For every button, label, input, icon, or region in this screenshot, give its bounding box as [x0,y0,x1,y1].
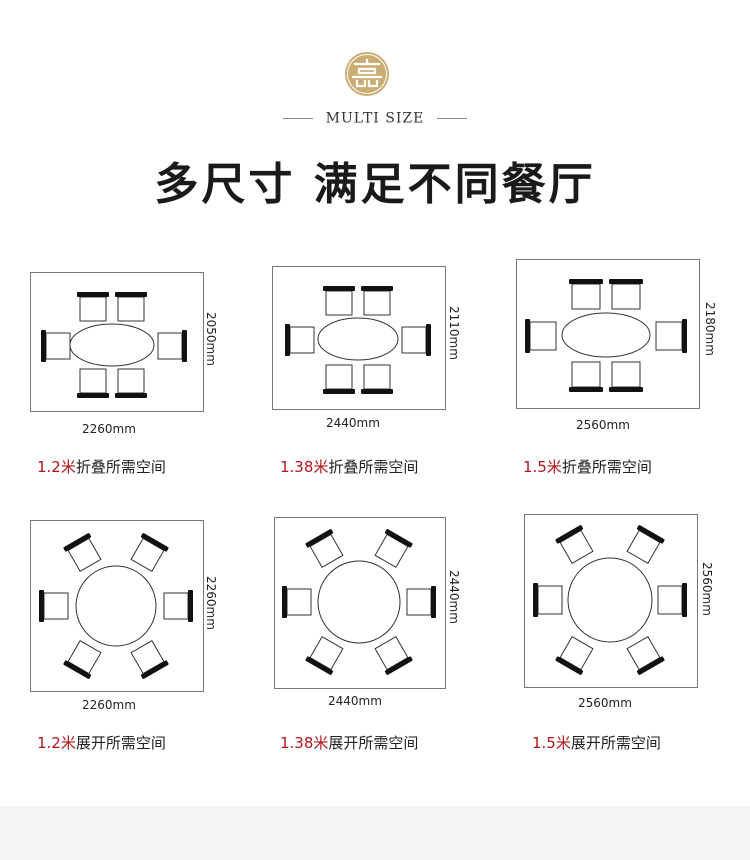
subtitle-rule-left [282,118,313,119]
caption: 1.5米折叠所需空间 [523,456,652,477]
oval-table [69,323,155,367]
chair [525,319,557,353]
width-label: 2260mm [82,422,136,436]
chair [77,368,109,398]
caption: 1.2米展开所需空间 [37,732,166,753]
subtitle-row: MULTI SIZE [0,108,750,127]
oval-table-diagram [525,279,687,392]
round-table-diagram [282,529,436,675]
chair [609,279,643,310]
table-size: 1.5米 [523,458,562,476]
caption: 1.38米折叠所需空间 [280,456,418,477]
round-table-diagram [533,525,687,675]
chair [323,286,355,316]
subtitle-rule-right [437,118,468,119]
width-label: 2560mm [576,418,630,432]
chair [655,319,687,353]
shou-emblem-icon [345,52,389,96]
caption-desc: 展开所需空间 [570,734,661,752]
oval-table [561,312,651,358]
chair [555,636,594,675]
chair [374,636,413,675]
chair [305,529,344,568]
depth-label: 2180mm [703,302,717,356]
oval-table-diagram [285,286,431,394]
chair [555,525,594,564]
caption-desc: 展开所需空间 [75,734,166,752]
depth-label: 2110mm [447,306,461,360]
chair [609,361,643,392]
depth-label: 2260mm [204,576,218,630]
oval-table-diagram [41,292,187,398]
width-label: 2440mm [326,416,380,430]
chair [115,368,147,398]
page-title: 多尺寸 满足不同餐厅 [154,159,596,210]
chair [130,640,169,679]
table-size: 1.5米 [532,734,571,752]
caption: 1.38米展开所需空间 [280,732,418,753]
chair [285,324,315,356]
caption: 1.5米展开所需空间 [532,732,661,753]
depth-label: 2560mm [700,562,714,616]
chair [374,529,413,568]
depth-label: 2050mm [204,312,218,366]
oval-table [317,317,399,361]
round-table [75,565,157,647]
depth-label: 2440mm [447,570,461,624]
chair [305,636,344,675]
chair [657,583,687,617]
caption: 1.2米折叠所需空间 [37,456,166,477]
chair [282,586,312,618]
chair [77,292,109,322]
chair [569,361,603,392]
chair [157,330,187,362]
width-label: 2260mm [82,698,136,712]
chair [130,533,169,572]
page-footer-band [0,806,750,860]
chair [401,324,431,356]
chair [626,525,665,564]
chair [626,636,665,675]
chair [39,590,69,622]
chair [63,533,102,572]
subtitle: MULTI SIZE [325,110,425,127]
chair [361,286,393,316]
chair [533,583,563,617]
chair [63,640,102,679]
chair [41,330,71,362]
width-label: 2440mm [328,694,382,708]
caption-desc: 折叠所需空间 [328,458,419,476]
table-size: 1.38米 [280,458,329,476]
round-table-diagram [39,533,193,679]
round-table [567,557,653,643]
chair [115,292,147,322]
caption-desc: 折叠所需空间 [75,458,166,476]
table-size: 1.2米 [37,458,76,476]
chair [361,364,393,394]
round-table [317,560,401,644]
width-label: 2560mm [578,696,632,710]
chair [323,364,355,394]
caption-desc: 展开所需空间 [328,734,419,752]
table-size: 1.38米 [280,734,329,752]
chair [406,586,436,618]
chair [163,590,193,622]
table-size: 1.2米 [37,734,76,752]
chair [569,279,603,310]
caption-desc: 折叠所需空间 [561,458,652,476]
